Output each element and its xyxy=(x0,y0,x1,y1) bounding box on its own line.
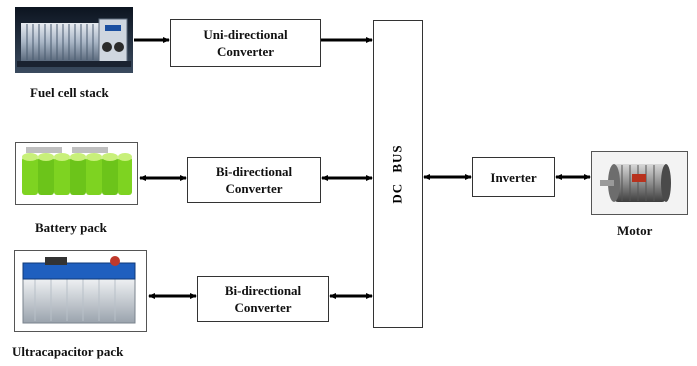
fuel-cell-stack-image xyxy=(15,7,133,73)
uni-directional-converter-box: Uni-directional Converter xyxy=(170,19,321,67)
inverter-label: Inverter xyxy=(490,169,537,185)
converter-label: Converter xyxy=(225,181,283,196)
dc-bus-box xyxy=(373,20,423,328)
converter-label: Converter xyxy=(216,44,274,59)
converter-type-label: Uni-directional xyxy=(203,27,288,42)
motor-image xyxy=(591,151,688,215)
ultracapacitor-pack-image xyxy=(14,250,147,332)
bi-directional-converter-box-battery: Bi-directional Converter xyxy=(187,157,321,203)
battery-pack-caption: Battery pack xyxy=(35,220,107,235)
bi-directional-converter-box-ultracapacitor: Bi-directional Converter xyxy=(197,276,329,322)
motor-caption: Motor xyxy=(617,223,653,238)
fuel-cell-stack-caption: Fuel cell stack xyxy=(30,85,109,100)
converter-type-label: Bi-directional xyxy=(224,283,302,298)
converter-type-label: Bi-directional xyxy=(215,164,293,179)
converter-label: Converter xyxy=(234,300,292,315)
inverter-box: Inverter xyxy=(472,157,555,197)
battery-pack-image xyxy=(15,142,138,205)
ultracapacitor-pack-caption: Ultracapacitor pack xyxy=(12,344,124,359)
